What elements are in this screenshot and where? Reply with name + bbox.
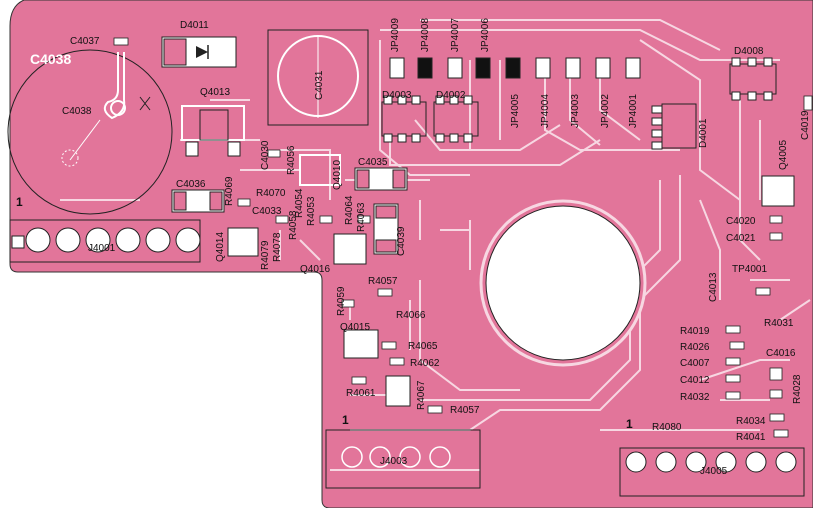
connector-j4003 <box>325 429 481 489</box>
label-jp4008: JP4008 <box>420 18 431 52</box>
label-c4031: C4031 <box>314 70 325 100</box>
small-components <box>113 37 813 438</box>
label-r4061: R4061 <box>346 388 376 399</box>
label-r4054: R4054 <box>294 188 305 218</box>
label-pin1-right: 1 <box>626 417 633 431</box>
silkscreen-labels: D4011 C4037 C4038 C4038 C4031 Q4013 C403… <box>16 18 811 477</box>
label-jp4007: JP4007 <box>450 18 461 52</box>
label-r4057-a: R4057 <box>368 276 398 287</box>
label-c4033: C4033 <box>252 206 282 217</box>
label-r4070: R4070 <box>256 188 286 199</box>
label-r4057-b: R4057 <box>450 405 480 416</box>
transistor-q4010 <box>299 154 341 186</box>
board-outline <box>9 0 813 509</box>
transistor-q4014 <box>227 227 259 257</box>
label-d4011: D4011 <box>180 20 209 31</box>
label-r4058: R4058 <box>288 210 299 240</box>
connector-j4005 <box>619 447 805 497</box>
label-j4003: J4003 <box>380 456 408 467</box>
label-r4019: R4019 <box>680 326 710 337</box>
label-jp4006: JP4006 <box>480 18 491 52</box>
label-r4031: R4031 <box>764 318 794 329</box>
label-r4067: R4067 <box>416 380 427 410</box>
label-r4056: R4056 <box>286 145 297 175</box>
label-c4016: C4016 <box>766 348 796 359</box>
capacitor-c4038-outline <box>7 49 173 215</box>
label-c4030: C4030 <box>260 140 271 170</box>
label-d4008: D4008 <box>734 46 764 57</box>
transistor-q4015 <box>343 329 379 359</box>
label-pin1-left: 1 <box>16 195 23 209</box>
label-r4032: R4032 <box>680 392 710 403</box>
jumper-pads <box>389 57 641 79</box>
label-jp4002: JP4002 <box>600 94 611 128</box>
label-jp4009: JP4009 <box>390 18 401 52</box>
label-c4038-small: C4038 <box>62 106 92 117</box>
transistor-q4005 <box>761 175 795 207</box>
label-r4080: R4080 <box>652 422 682 433</box>
resistor-r4067 <box>385 375 411 407</box>
label-r4063: R4063 <box>356 202 367 232</box>
label-c4036: C4036 <box>176 179 206 190</box>
label-c4039: C4039 <box>396 226 407 256</box>
transistor-q4016 <box>333 233 367 265</box>
label-d4002: D4002 <box>436 90 466 101</box>
label-q4015: Q4015 <box>340 322 370 333</box>
label-jp4001: JP4001 <box>628 94 639 128</box>
label-q4010: Q4010 <box>332 160 343 190</box>
label-r4059: R4059 <box>336 286 347 316</box>
label-r4041: R4041 <box>736 432 766 443</box>
label-jp4004: JP4004 <box>540 94 551 128</box>
label-r4053: R4053 <box>306 196 317 226</box>
label-r4079: R4079 <box>260 240 271 270</box>
label-pin1-mid: 1 <box>342 413 349 427</box>
label-c4020: C4020 <box>726 216 756 227</box>
label-q4014: Q4014 <box>215 232 226 262</box>
label-j4005: J4005 <box>700 466 728 477</box>
label-j4001: J4001 <box>88 243 116 254</box>
chip-d4001 <box>661 103 697 149</box>
label-c4035: C4035 <box>358 157 388 168</box>
label-c4019: C4019 <box>800 110 811 140</box>
label-c4038-big: C4038 <box>30 51 71 67</box>
label-c4007: C4007 <box>680 358 710 369</box>
label-r4062: R4062 <box>410 358 440 369</box>
label-c4037: C4037 <box>70 36 100 47</box>
label-q4013: Q4013 <box>200 87 230 98</box>
label-d4001: D4001 <box>698 118 709 148</box>
label-q4005: Q4005 <box>778 140 789 170</box>
label-r4034: R4034 <box>736 416 766 427</box>
label-c4012: C4012 <box>680 375 710 386</box>
label-d4003: D4003 <box>382 90 412 101</box>
label-jp4003: JP4003 <box>570 94 581 128</box>
label-c4013: C4013 <box>708 272 719 302</box>
label-r4064: R4064 <box>344 195 355 225</box>
label-r4078: R4078 <box>272 232 283 262</box>
label-c4021: C4021 <box>726 233 756 244</box>
label-r4028: R4028 <box>792 374 803 404</box>
label-jp4005: JP4005 <box>510 94 521 128</box>
label-q4016: Q4016 <box>300 264 330 275</box>
label-r4026: R4026 <box>680 342 710 353</box>
label-r4065: R4065 <box>408 341 438 352</box>
label-tp4001: TP4001 <box>732 264 767 275</box>
label-r4066: R4066 <box>396 310 426 321</box>
label-r4069: R4069 <box>224 176 235 206</box>
